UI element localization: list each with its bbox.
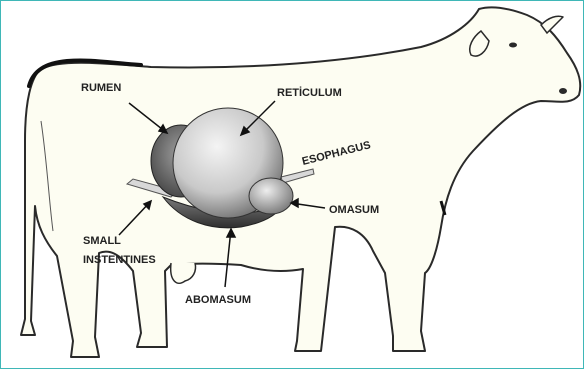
omasum-shape <box>249 178 293 214</box>
reticulum-label: RETİCULUM <box>277 86 342 99</box>
cow-eye <box>509 43 517 48</box>
abomasum-label: ABOMASUM <box>185 294 251 306</box>
small-intestines-label-line1: SMALL <box>83 235 121 247</box>
rumen-label: RUMEN <box>81 82 121 94</box>
omasum-label: OMASUM <box>329 204 379 216</box>
small-intestines-label-line2: INSTENTINES <box>83 254 156 266</box>
cow-udder <box>171 263 196 283</box>
cow-nostril <box>559 88 567 94</box>
cow-horn <box>541 16 563 33</box>
